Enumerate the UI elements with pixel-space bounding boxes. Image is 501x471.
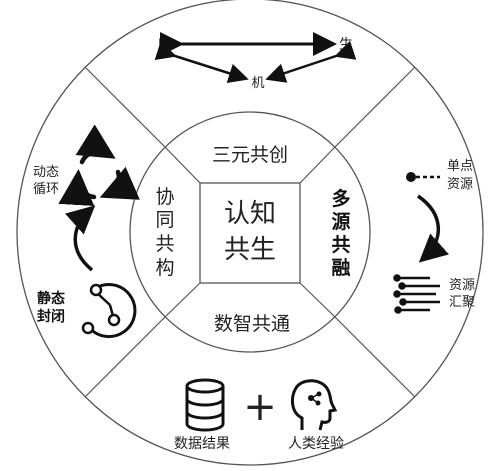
center-square	[199, 182, 301, 284]
inner-left-char-2: 同	[155, 209, 174, 231]
teacher-label: 师	[158, 37, 172, 53]
divider-outer-br	[334, 316, 416, 398]
single-label-2: 资源	[447, 177, 473, 192]
single-node-icon	[406, 172, 440, 182]
divider-inner-tl	[164, 146, 201, 184]
closed-network-icon	[81, 283, 137, 339]
static-label-1: 静态	[37, 290, 65, 307]
inner-right-char-4: 融	[331, 257, 350, 279]
arrow-static-to-dynamic	[65, 205, 96, 272]
divider-inner-bl	[164, 282, 201, 318]
inner-left-char-3: 共	[155, 233, 174, 255]
gather-label-1: 资源	[449, 278, 475, 293]
inner-right-char-2: 源	[331, 210, 350, 233]
inner-circle	[129, 111, 371, 353]
gather-lines-icon	[393, 274, 440, 314]
machine-label: 机	[251, 76, 264, 91]
static-label-2: 封闭	[37, 308, 65, 325]
plus-sign: +	[243, 384, 277, 430]
single-label-1: 单点	[447, 159, 473, 174]
database-icon	[185, 378, 225, 432]
dynamic-label-1: 动态	[33, 165, 59, 180]
inner-top-label: 三元共创	[212, 144, 288, 166]
divider-outer-bl	[84, 316, 166, 398]
dynamic-label-2: 循环	[33, 182, 59, 197]
inner-left-char-4: 构	[155, 257, 174, 279]
arrow-student-machine	[265, 40, 357, 83]
center-text-line2: 共生	[224, 235, 276, 265]
divider-inner-br	[299, 282, 336, 318]
cycle-arrows-icon	[58, 124, 140, 207]
human-experience-label: 人类经验	[288, 436, 344, 452]
divider-inner-tr	[299, 146, 336, 184]
inner-bottom-label: 数智共通	[214, 313, 290, 335]
inner-left-char-1: 协	[155, 186, 174, 208]
center-text-line1: 认知	[224, 199, 276, 229]
gather-label-2: 汇聚	[449, 295, 475, 310]
arrow-single-to-gather	[416, 194, 449, 263]
divider-outer-tl	[84, 66, 166, 148]
inner-right-char-3: 共	[331, 234, 350, 256]
outer-circle	[16, 0, 484, 466]
student-label: 生	[339, 37, 353, 53]
data-result-label: 数据结果	[174, 436, 230, 452]
divider-outer-tr	[334, 66, 416, 148]
inner-right-char-1: 多	[331, 187, 350, 210]
arrow-teacher-machine	[154, 40, 249, 83]
human-head-icon	[291, 379, 338, 431]
